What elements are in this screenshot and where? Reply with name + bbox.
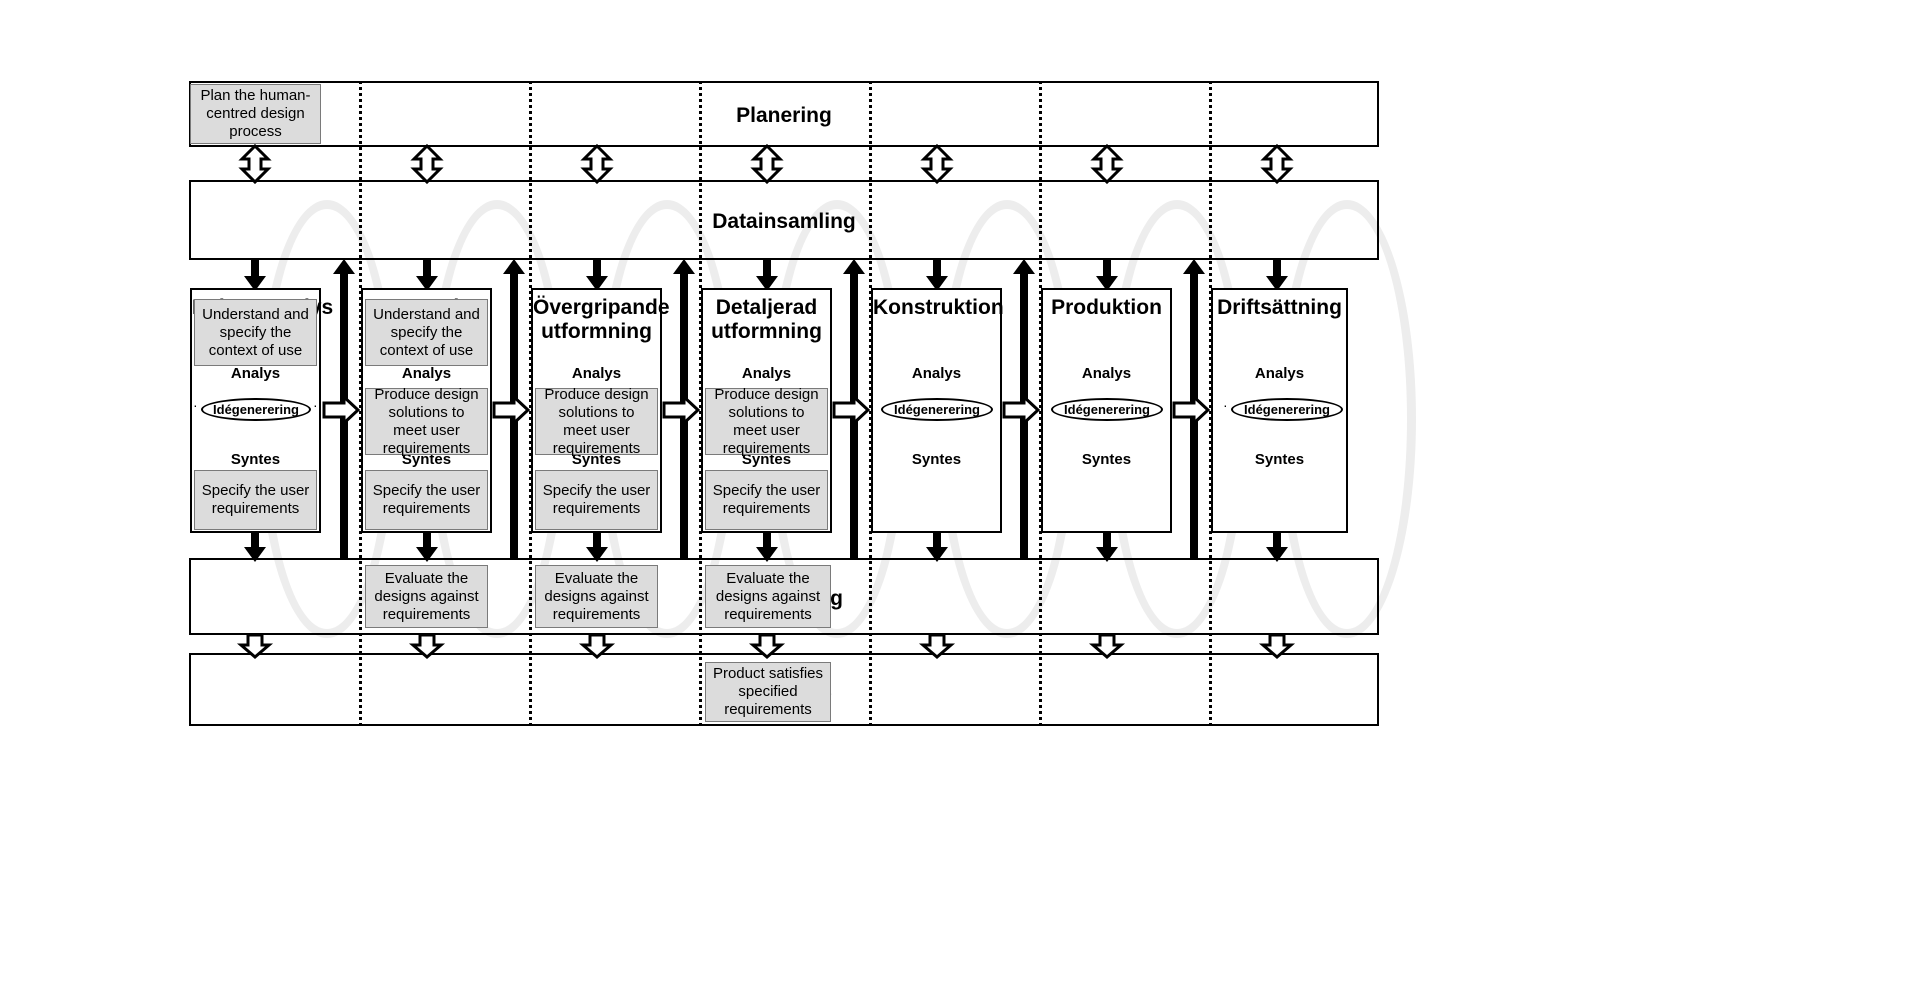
phase-produktion-title: Produktion: [1051, 296, 1162, 319]
column-separator: [699, 81, 702, 726]
phase-behovsanalys-analys: Analys: [230, 365, 281, 382]
activity-evaluate-box: Evaluate the designs against requirement…: [705, 565, 831, 628]
activity-plan-label: Plan the human-centred design process: [200, 87, 311, 140]
column-separator: [869, 81, 872, 726]
idea-ellipse-konstruktion: Idégenerering: [881, 398, 993, 421]
activity-context-label: Understand and specify the context of us…: [373, 305, 480, 359]
column-separator: [359, 81, 362, 726]
activity-evaluate-label: Evaluate the designs against requirement…: [374, 569, 479, 623]
band-planering-label: Planering: [736, 104, 832, 127]
activity-specify-label: Specify the user requirements: [372, 482, 481, 517]
phase-konstruktion-title: Konstruktion: [873, 296, 1004, 319]
phase-detaljerad-utformning-analys: Analys: [741, 365, 792, 382]
right-arrow-group-between-phases: [322, 393, 1211, 427]
ellipse-lead-dots-left: ·: [193, 397, 198, 413]
activity-specify-box: Specify the user requirements: [365, 470, 488, 530]
hollow-down-arrow-group-bottom: [236, 633, 1296, 659]
activity-evaluate-box: Evaluate the designs against requirement…: [365, 565, 488, 628]
activity-specify-label: Specify the user requirements: [542, 482, 651, 517]
band-planering: Planering: [189, 81, 1379, 147]
idea-ellipse-produktion-label: Idégenerering: [1064, 402, 1150, 417]
idea-ellipse-behovsanalys: Idégenerering: [201, 398, 311, 421]
phase-behovsanalys-syntes: Syntes: [230, 451, 281, 468]
activity-produce-box: Produce design solutions to meet user re…: [535, 385, 658, 457]
activity-evaluate-label: Evaluate the designs against requirement…: [544, 569, 649, 623]
column-separator: [1209, 81, 1212, 726]
activity-produce-box: Produce design solutions to meet user re…: [705, 385, 828, 457]
down-arrow-group-into-utvardering: [244, 531, 1288, 562]
idea-ellipse-driftsattning-label: Idégenerering: [1244, 402, 1330, 417]
phase-konstruktion-analys: Analys: [911, 365, 962, 382]
activity-specify-box: Specify the user requirements: [194, 470, 317, 530]
activity-produce-label: Produce design solutions to meet user re…: [544, 385, 649, 457]
activity-specify-box: Specify the user requirements: [535, 470, 658, 530]
activity-plan-box: Plan the human-centred design process: [190, 84, 321, 144]
ellipse-lead-dots-right: ·: [1345, 397, 1350, 413]
phase-produktion-syntes: Syntes: [1081, 451, 1132, 468]
idea-ellipse-konstruktion-label: Idégenerering: [894, 402, 980, 417]
phase-detaljerad-utformning-syntes: Syntes: [741, 451, 792, 468]
activity-produce-label: Produce design solutions to meet user re…: [374, 385, 479, 457]
activity-evaluate-box: Evaluate the designs against requirement…: [535, 565, 658, 628]
activity-context-box: Understand and specify the context of us…: [365, 299, 488, 366]
activity-produce-box: Produce design solutions to meet user re…: [365, 385, 488, 457]
idea-ellipse-produktion: Idégenerering: [1051, 398, 1163, 421]
activity-specify-label: Specify the user requirements: [712, 482, 821, 517]
down-arrow-group-into-phases: [244, 258, 1288, 291]
phase-konstruktion-syntes: Syntes: [911, 451, 962, 468]
ellipse-lead-dots-left: ·: [1223, 397, 1228, 413]
activity-context-label: Understand and specify the context of us…: [202, 305, 309, 359]
activity-satisfies-box: Product satisfies specified requirements: [705, 662, 831, 722]
phase-driftsattning-syntes: Syntes: [1254, 451, 1305, 468]
column-separator: [1039, 81, 1042, 726]
phase-kravanalys-syntes: Syntes: [401, 451, 452, 468]
activity-produce-label: Produce design solutions to meet user re…: [714, 385, 819, 457]
activity-specify-label: Specify the user requirements: [201, 482, 310, 517]
band-datainsamling-label: Datainsamling: [712, 210, 856, 233]
activity-specify-box: Specify the user requirements: [705, 470, 828, 530]
band-datainsamling: Datainsamling: [189, 180, 1379, 260]
phase-overgripande-utformning-title: Övergripande utformning: [533, 296, 670, 343]
phase-overgripande-utformning-analys: Analys: [571, 365, 622, 382]
phase-produktion-analys: Analys: [1081, 365, 1132, 382]
activity-evaluate-label: Evaluate the designs against requirement…: [715, 569, 821, 623]
activity-context-box: Understand and specify the context of us…: [194, 299, 317, 366]
phase-detaljerad-utformning-title: Detaljerad utformning: [711, 296, 822, 343]
phase-overgripande-utformning-syntes: Syntes: [571, 451, 622, 468]
column-separator: [529, 81, 532, 726]
ellipse-lead-dots-right: ·: [313, 397, 318, 413]
double-arrow-group-top: [238, 143, 1294, 185]
idea-ellipse-behovsanalys-label: Idégenerering: [213, 402, 299, 417]
idea-ellipse-driftsattning: Idégenerering: [1231, 398, 1343, 421]
activity-satisfies-label: Product satisfies specified requirements: [712, 665, 824, 718]
phase-kravanalys-analys: Analys: [401, 365, 452, 382]
phase-driftsattning-analys: Analys: [1254, 365, 1305, 382]
phase-driftsattning-title: Driftsättning: [1217, 296, 1342, 319]
